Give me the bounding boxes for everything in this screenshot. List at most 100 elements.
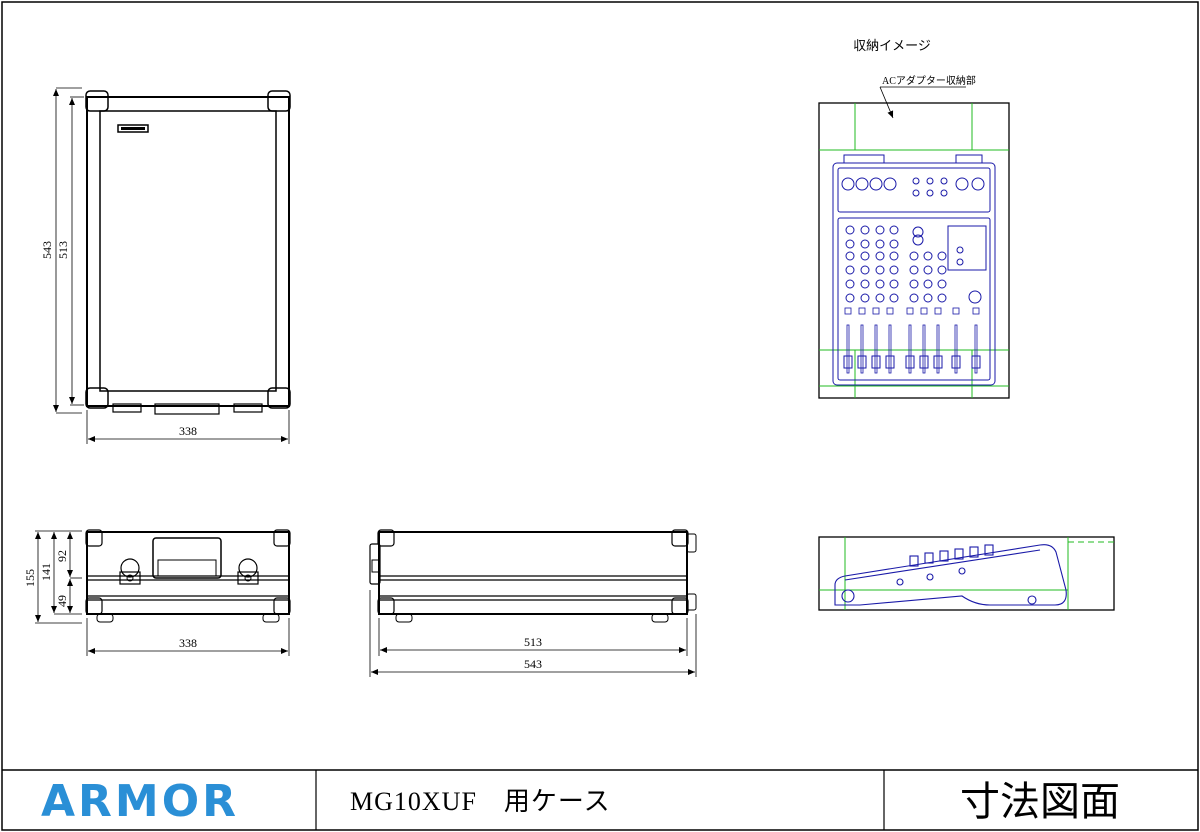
mixer-knob [923,279,933,289]
mixer-knob [860,279,870,289]
mixer-knob [937,293,947,303]
mixer-knob [889,293,899,303]
mixer-knob [845,265,855,275]
mixer-knob [937,265,947,275]
mixer-top-view [832,154,996,386]
fader-track [888,324,892,374]
fader-knob [971,355,981,369]
ac-adapter-label: ACアダプター収納部 [882,74,976,87]
front-height-inner: 513 [56,241,70,259]
mixer-knob [860,239,870,249]
fader-track [860,324,864,374]
mixer-knob [889,225,899,235]
mixer-knob [909,293,919,303]
mixer-knob [923,293,933,303]
side-width: 338 [179,636,197,650]
title-block: ARMOR MG10XUF 用ケース 寸法図面 [2,769,1198,830]
mixer-knob [875,265,885,275]
channel-button [934,307,942,315]
channel-button [906,307,914,315]
fader-track [954,324,958,374]
mixer-knob [875,251,885,261]
front-view: 543 513 338 [40,87,291,444]
channel-button [952,307,960,315]
mixer-knob [860,251,870,261]
fader-track [936,324,940,374]
mixer-knob [923,251,933,261]
mixer-knob [926,177,934,185]
storage-heading: 収納イメージ [853,38,931,53]
mixer-knob [875,239,885,249]
channel-button [920,307,928,315]
mixer-knob [889,279,899,289]
mixer-knob [845,239,855,249]
mixer-knob [955,177,969,191]
mixer-knob [889,265,899,275]
armor-logo: ARMOR [41,776,239,827]
mixer-knob [912,234,924,246]
mixer-knob [889,251,899,261]
mixer-knob [937,251,947,261]
mixer-side-view [818,536,1115,611]
channel-button [972,307,980,315]
mixer-knob [926,189,934,197]
mixer-knobs [841,177,985,303]
channel-button [872,307,880,315]
storage-image: 収納イメージ ACアダプター収納部 [818,38,1010,399]
channel-button [858,307,866,315]
fader-track [922,324,926,374]
side-view-short: 155 141 92 49 338 [23,529,291,656]
side-view-long: 513 543 [369,529,697,677]
mixer-knob [971,177,985,191]
side-height-top: 92 [55,550,69,562]
mixer-knob [912,226,924,238]
side-height-body: 141 [39,563,53,581]
mixer-knob [841,177,855,191]
fader-track [908,324,912,374]
mixer-knob [883,177,897,191]
side-height-total: 155 [23,569,37,587]
mixer-knob [845,225,855,235]
mixer-knob [860,225,870,235]
mixer-knob [889,239,899,249]
fader-track [974,324,978,374]
latch-right [237,558,259,585]
mixer-knob [875,279,885,289]
side-height-bottom: 49 [55,595,69,607]
mixer-knob [875,293,885,303]
mixer-knob [923,265,933,275]
fader-track [874,324,878,374]
mixer-knob [909,265,919,275]
mixer-knob [912,189,920,197]
mixer-knob [860,265,870,275]
mixer-knob [845,293,855,303]
model-title: MG10XUF 用ケース [350,787,611,816]
mixer-knob [855,177,869,191]
fader-knob [919,355,929,369]
channel-button [886,307,894,315]
mixer-faders [843,307,981,374]
mixer-knob [909,251,919,261]
case-handle [152,537,222,579]
long-length-inner: 513 [524,635,542,649]
fader-knob [843,355,853,369]
fader-knob [857,355,867,369]
fader-knob [951,355,961,369]
mixer-knob [912,177,920,185]
fader-knob [885,355,895,369]
mixer-knob [869,177,883,191]
mixer-knob [845,279,855,289]
mixer-knob [940,177,948,185]
mixer-knob [875,225,885,235]
front-width: 338 [179,424,197,438]
fader-track [846,324,850,374]
long-length-outer: 543 [524,657,542,671]
channel-button [844,307,852,315]
mixer-knob [860,293,870,303]
mixer-knob [940,189,948,197]
mixer-knob [937,279,947,289]
mixer-knob [909,279,919,289]
fader-knob [933,355,943,369]
